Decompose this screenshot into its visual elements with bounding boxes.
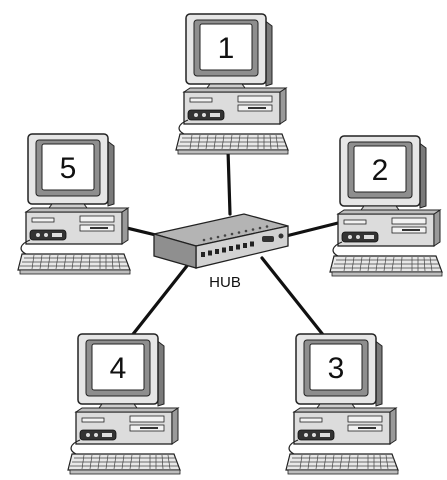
cable-1 <box>226 148 232 216</box>
computer-1-number: 1 <box>218 32 235 65</box>
cable-3 <box>260 256 326 338</box>
computer-4: 4 <box>67 333 181 475</box>
computer-4-number: 4 <box>110 352 127 385</box>
cable-4 <box>128 260 192 340</box>
computer-1: 1 <box>175 13 289 155</box>
computer-2: 2 <box>329 135 443 277</box>
computer-5-number: 5 <box>60 152 77 185</box>
cable-2 <box>284 220 344 238</box>
hub-label: HUB <box>209 274 241 291</box>
computer-2-number: 2 <box>372 154 389 187</box>
hub: HUB <box>153 213 289 291</box>
computer-5: 5 <box>17 133 131 275</box>
computer-3-number: 3 <box>328 352 345 385</box>
computer-3: 3 <box>285 333 399 475</box>
